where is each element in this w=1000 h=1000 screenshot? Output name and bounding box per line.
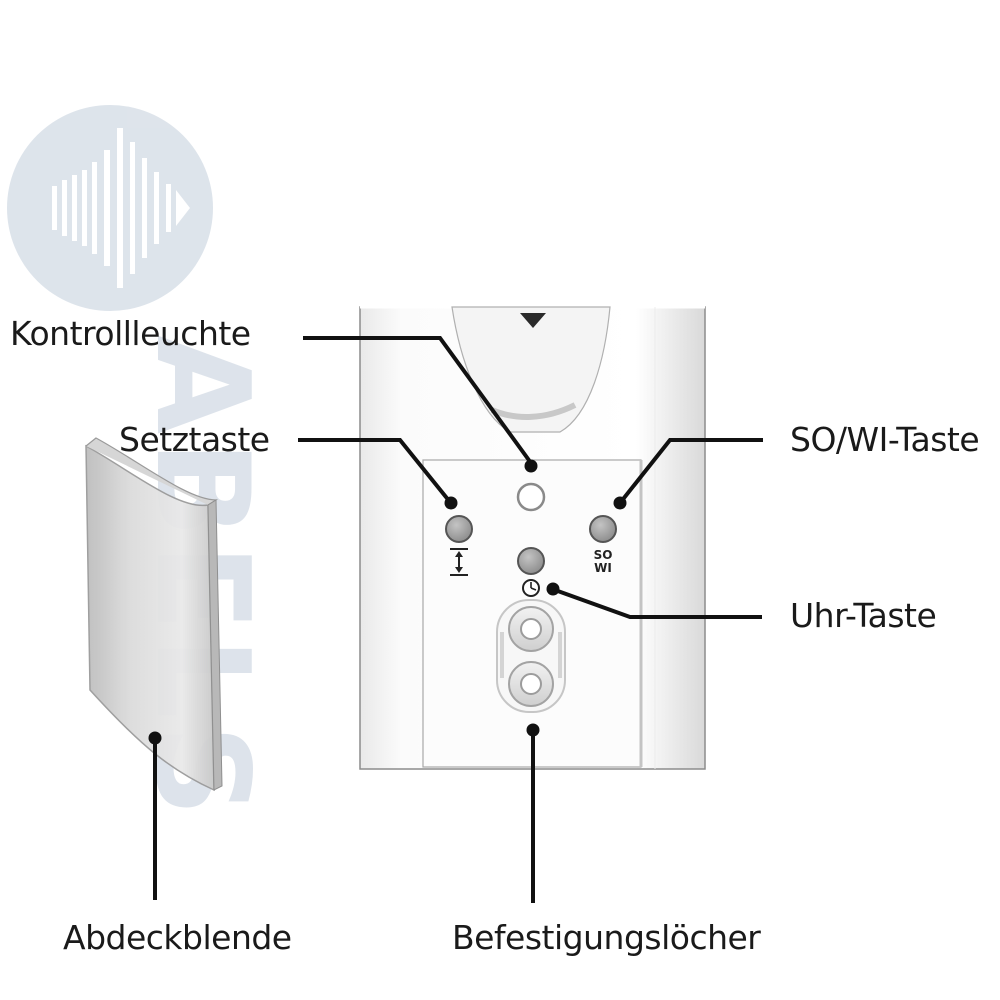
up-down-arrow-icon	[450, 548, 468, 576]
set-button[interactable]	[445, 515, 473, 543]
leader-lines	[153, 336, 763, 903]
leader-so-wi	[618, 438, 763, 505]
leader-kontrollleuchte	[303, 336, 533, 465]
indicator-light	[516, 482, 546, 512]
leader-dots	[148, 459, 627, 745]
device-body	[359, 305, 706, 770]
wi-label: WI	[594, 561, 612, 575]
clock-icon	[522, 579, 540, 597]
down-arrow-icon	[520, 313, 546, 328]
watermark-logo	[7, 105, 213, 311]
so-label: SO	[594, 548, 613, 562]
mounting-holes	[496, 599, 566, 713]
label-befestigungsloecher: Befestigungslöcher	[452, 918, 761, 957]
label-so-wi-taste: SO/WI-Taste	[790, 420, 980, 459]
label-setztaste: Setztaste	[119, 420, 270, 459]
leader-setztaste	[298, 438, 452, 504]
label-uhr-taste: Uhr-Taste	[790, 596, 937, 635]
summer-winter-button[interactable]	[589, 515, 617, 543]
label-abdeckblende: Abdeckblende	[63, 918, 292, 957]
clock-button[interactable]	[517, 547, 545, 575]
cover-panel	[85, 437, 223, 792]
leader-uhr	[554, 588, 762, 619]
label-kontrollleuchte: Kontrollleuchte	[10, 314, 251, 353]
